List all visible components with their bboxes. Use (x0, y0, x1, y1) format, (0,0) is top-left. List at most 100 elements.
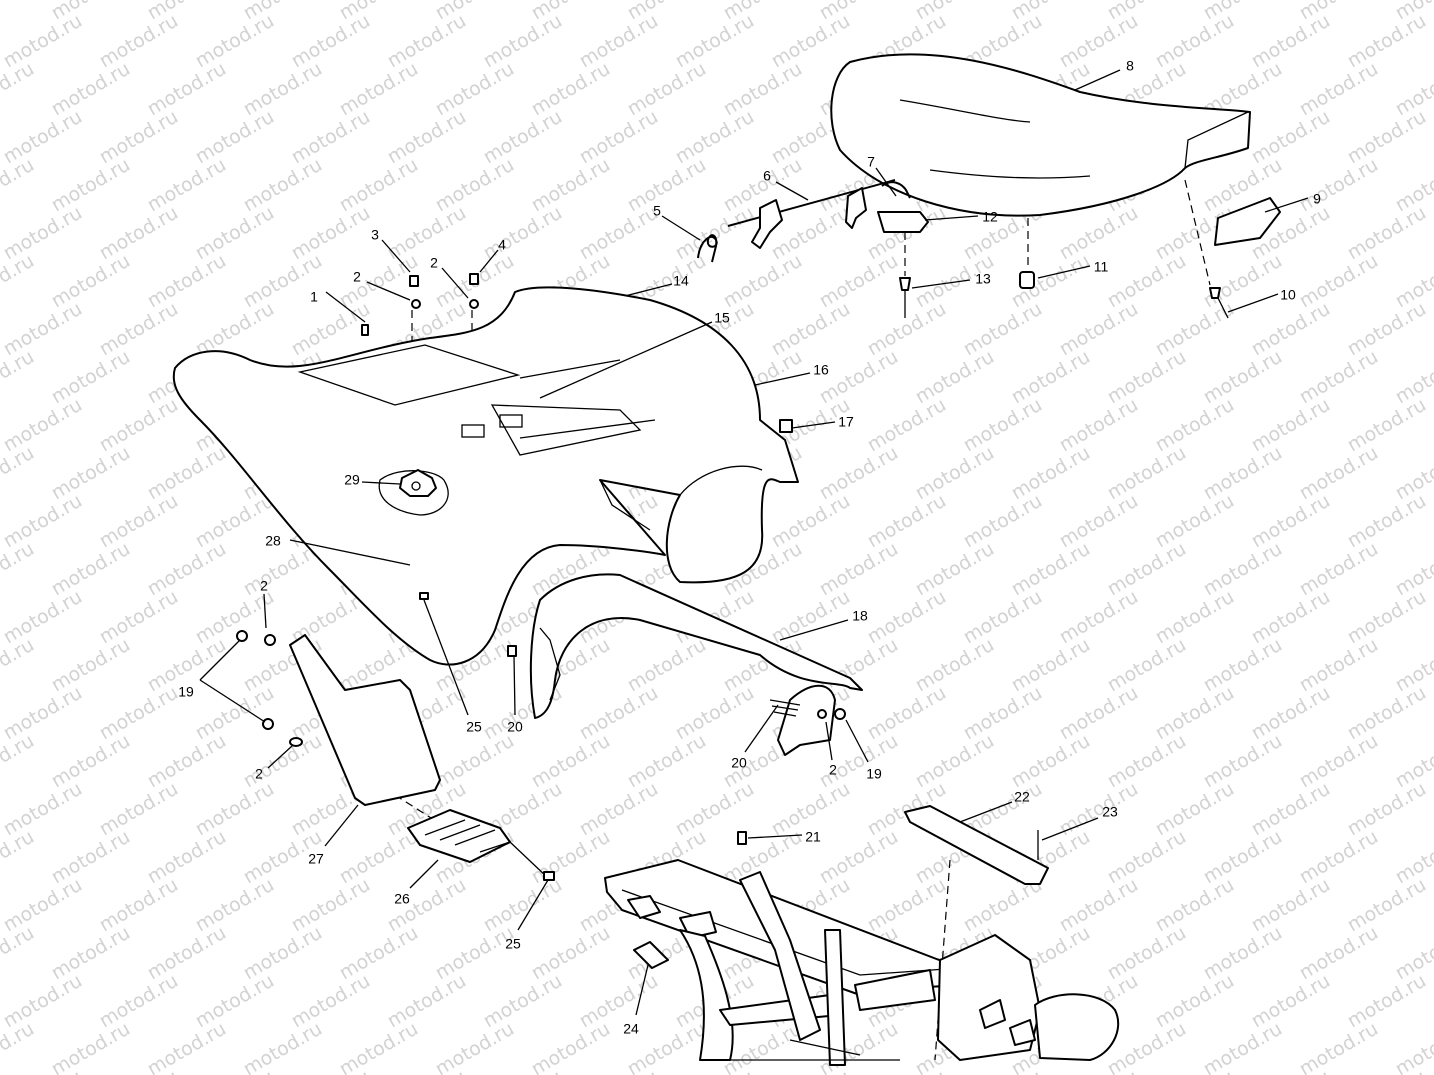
watermark-text: motod.ru (768, 490, 854, 553)
callout-label: 2 (430, 255, 438, 271)
fender-18 (529, 573, 863, 719)
leader-line (911, 279, 971, 289)
leader-line (959, 801, 1013, 823)
leader-line (517, 879, 549, 931)
watermark-text: motod.ru (864, 1066, 950, 1075)
callout-label: 20 (731, 755, 747, 771)
callout-label: 2 (829, 762, 837, 778)
watermark-text: motod.ru (0, 0, 38, 24)
watermark-text: motod.ru (0, 106, 86, 169)
leader-line (1227, 293, 1279, 313)
watermark-text: motod.ru (96, 682, 182, 745)
mud-flap-right (777, 684, 836, 756)
watermark-text: motod.ru (192, 106, 278, 169)
watermark-text: motod.ru (1248, 682, 1334, 745)
watermark-text: motod.ru (1200, 346, 1286, 409)
leader-line (289, 539, 411, 566)
watermark-text: motod.ru (1200, 730, 1286, 793)
watermark-text: motod.ru (528, 154, 614, 217)
watermark-text: motod.ru (48, 58, 134, 121)
watermark-text: motod.ru (0, 250, 38, 313)
watermark-text: motod.ru (288, 874, 374, 937)
watermark-text: motod.ru (1152, 1066, 1238, 1075)
watermark-text: motod.ru (1344, 874, 1430, 937)
callout-label: 1 (310, 289, 318, 305)
callout-label: 2 (353, 269, 361, 285)
watermark-text: motod.ru (144, 442, 230, 505)
watermark-text: motod.ru (864, 394, 950, 457)
watermark-text: motod.ru (1200, 250, 1286, 313)
leader-line (791, 421, 836, 429)
watermark-text: motod.ru (576, 778, 662, 841)
callout-label: 26 (394, 891, 410, 907)
watermark-text: motod.ru (48, 922, 134, 985)
watermark-text: motod.ru (816, 250, 902, 313)
watermark-text: motod.ru (384, 202, 470, 265)
watermark-text: motod.ru (1200, 922, 1286, 985)
watermark-text: motod.ru (432, 1018, 518, 1075)
watermark-text: motod.ru (1104, 634, 1190, 697)
callout-label: 17 (838, 414, 854, 430)
watermark-text: motod.ru (864, 298, 950, 361)
watermark-text: motod.ru (1296, 730, 1382, 793)
watermark-text: motod.ru (1104, 730, 1190, 793)
callout-label: 14 (673, 273, 689, 289)
leader-line (661, 215, 701, 241)
watermark-text: motod.ru (96, 586, 182, 649)
watermark-text: motod.ru (1104, 538, 1190, 601)
watermark-text: motod.ru (1344, 106, 1430, 169)
callout-label: 25 (466, 719, 482, 735)
callout-label: 12 (982, 209, 998, 225)
watermark-text: motod.ru (0, 826, 38, 889)
callout-label: 22 (1014, 789, 1030, 805)
watermark-text: motod.ru (144, 826, 230, 889)
leader-line (267, 745, 293, 769)
watermark-text: motod.ru (1056, 778, 1142, 841)
watermark-text: motod.ru (96, 106, 182, 169)
watermark-text: motod.ru (576, 10, 662, 73)
leader-line (1041, 817, 1099, 841)
watermark-text: motod.ru (480, 970, 566, 1033)
watermark-text: motod.ru (144, 58, 230, 121)
watermark-text: motod.ru (0, 394, 86, 457)
leader-line (747, 834, 803, 839)
watermark-text: motod.ru (48, 154, 134, 217)
watermark-text: motod.ru (1056, 490, 1142, 553)
leader-line (199, 639, 241, 681)
watermark-text: motod.ru (0, 538, 38, 601)
watermark-text: motod.ru (1248, 106, 1334, 169)
watermark-text: motod.ru (864, 682, 950, 745)
watermark-text: motod.ru (0, 58, 38, 121)
watermark-text: motod.ru (768, 1066, 854, 1075)
watermark-text: motod.ru (384, 970, 470, 1033)
watermark-text: motod.ru (240, 154, 326, 217)
watermark-text: motod.ru (1152, 490, 1238, 553)
leader-line (513, 655, 516, 716)
watermark-text: motod.ru (288, 202, 374, 265)
watermark-text: motod.ru (0, 490, 86, 553)
watermark-text: motod.ru (480, 1066, 566, 1075)
watermark-text: motod.ru (1296, 250, 1382, 313)
watermark-text: motod.ru (48, 538, 134, 601)
callout-label: 11 (1094, 259, 1109, 275)
watermark-text: motod.ru (0, 634, 38, 697)
watermark-text: motod.ru (480, 874, 566, 937)
watermark-text: motod.ru (1248, 874, 1334, 937)
watermark-text: motod.ru (0, 442, 38, 505)
spring (697, 234, 718, 263)
callout-label: 28 (265, 533, 281, 549)
callout-label: 25 (505, 936, 521, 952)
leader-line (924, 215, 979, 221)
watermark-text: motod.ru (1104, 442, 1190, 505)
leader-line (775, 181, 809, 201)
watermark-text: motod.ru (1152, 394, 1238, 457)
watermark-text: motod.ru (768, 10, 854, 73)
callout-label: 20 (507, 719, 523, 735)
foot-step (407, 809, 549, 879)
watermark-text: motod.ru (48, 634, 134, 697)
watermark-text: motod.ru (1248, 10, 1334, 73)
watermark-text: motod.ru (960, 1066, 1046, 1075)
watermark-text: motod.ru (1104, 346, 1190, 409)
watermark-text: motod.ru (960, 586, 1046, 649)
